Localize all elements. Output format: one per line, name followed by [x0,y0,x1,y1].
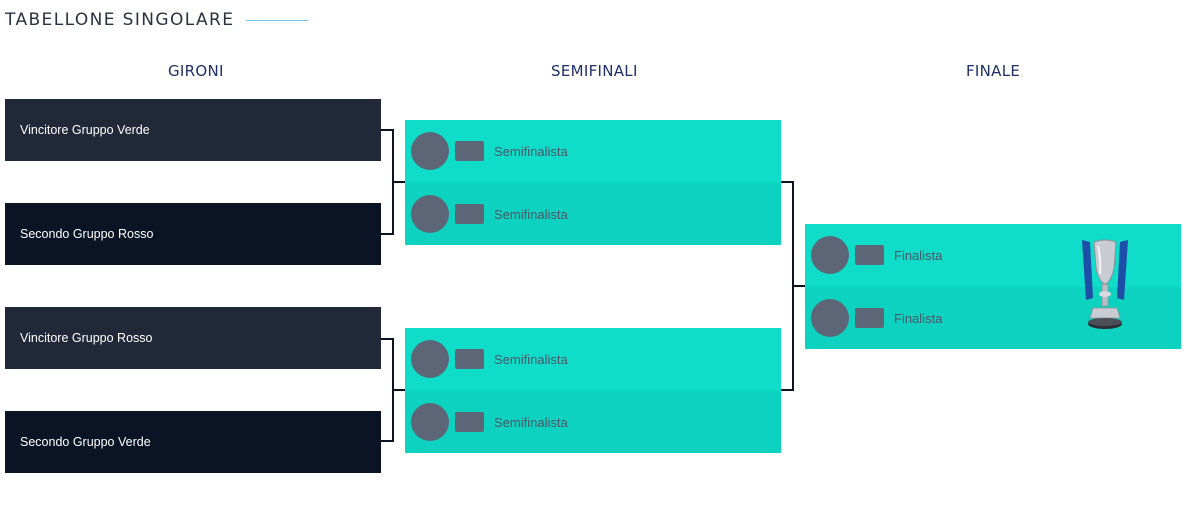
player-avatar-placeholder [411,132,449,170]
group-slot-label: Secondo Gruppo Verde [20,435,151,449]
player-avatar-placeholder [811,299,849,337]
page-title: TABELLONE SINGOLARE [5,10,235,30]
semifinal-slot-label: Semifinalista [494,351,568,367]
country-flag-placeholder [455,141,484,161]
final-slot-label: Finalista [894,247,943,263]
player-avatar-placeholder [411,340,449,378]
bracket-link-bottom [392,389,405,391]
semifinal-match-1[interactable]: Semifinalista Semifinalista [405,120,781,245]
semifinal-slot-label: Semifinalista [494,206,568,222]
semifinal-slot[interactable]: Semifinalista [405,183,781,245]
final-slot-label: Finalista [894,310,943,326]
player-avatar-placeholder [411,195,449,233]
semifinal-slot-label: Semifinalista [494,414,568,430]
bracket-link-top [392,181,405,183]
country-flag-placeholder [855,245,884,265]
semifinal-slot[interactable]: Semifinalista [405,391,781,453]
semifinal-slot[interactable]: Semifinalista [405,328,781,390]
semifinal-slot-label: Semifinalista [494,143,568,159]
column-heading-final: FINALE [966,62,1021,80]
final-slot[interactable]: Finalista [805,224,1181,286]
country-flag-placeholder [455,412,484,432]
semifinal-slot[interactable]: Semifinalista [405,120,781,182]
country-flag-placeholder [455,349,484,369]
semifinal-match-2[interactable]: Semifinalista Semifinalista [405,328,781,453]
column-heading-groups: GIRONI [168,62,224,80]
column-heading-semifinals: SEMIFINALI [551,62,638,80]
country-flag-placeholder [855,308,884,328]
group-slot-runnerup-green[interactable]: Secondo Gruppo Verde [5,411,381,473]
group-slot-label: Vincitore Gruppo Verde [20,123,150,137]
group-slot-winner-green[interactable]: Vincitore Gruppo Verde [5,99,381,161]
group-slot-runnerup-red[interactable]: Secondo Gruppo Rosso [5,203,381,265]
trophy-icon [1082,239,1128,329]
title-underline [246,20,308,21]
country-flag-placeholder [455,204,484,224]
group-slot-label: Secondo Gruppo Rosso [20,227,154,241]
player-avatar-placeholder [411,403,449,441]
player-avatar-placeholder [811,236,849,274]
group-slot-winner-red[interactable]: Vincitore Gruppo Rosso [5,307,381,369]
group-slot-label: Vincitore Gruppo Rosso [20,331,153,345]
bracket-link-final [792,285,805,287]
